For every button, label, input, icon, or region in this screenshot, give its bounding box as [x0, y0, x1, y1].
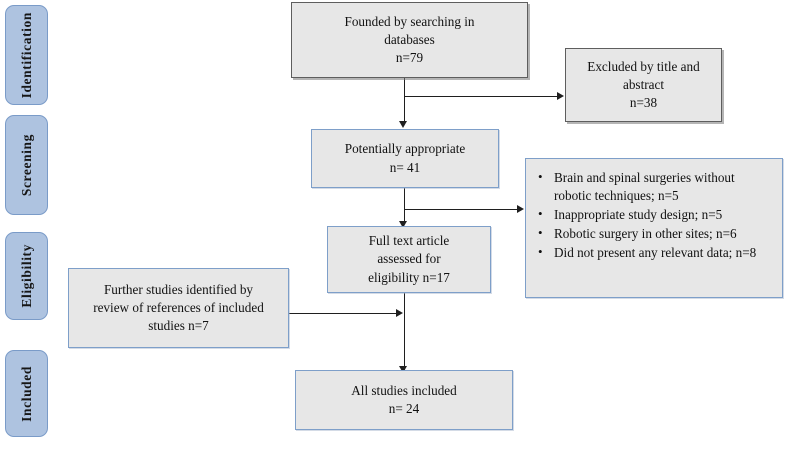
connector-screening-to-eligibility: [403, 188, 405, 224]
arrowhead-into-excluded-reasons: [517, 204, 524, 213]
stage-label-screening: Screening: [18, 133, 34, 197]
node-records-identified: Founded by searching in databases n=79: [291, 2, 528, 78]
stage-label-identification: Identification: [18, 11, 34, 99]
node-records-identified-text: Founded by searching in databases n=79: [344, 13, 475, 66]
connector-to-excluded-title-abstract: [404, 96, 559, 98]
stage-box-included: Included: [5, 350, 48, 437]
list-item: Inappropriate study design; n=5: [538, 205, 774, 224]
node-excluded-title-abstract-text: Excluded by title and abstract n=38: [587, 58, 700, 111]
arrowhead-into-excluded-title-abstract: [557, 91, 564, 100]
connector-eligibility-to-included: [403, 293, 405, 372]
reason-text: Inappropriate study design;: [554, 206, 699, 222]
stage-box-eligibility: Eligibility: [5, 232, 48, 320]
reason-count: n=8: [735, 244, 757, 260]
list-item: Brain and spinal surgeries without robot…: [538, 168, 774, 205]
node-full-text-assessed-text: Full text article assessed for eligibili…: [368, 233, 450, 285]
node-full-text-assessed: Full text article assessed for eligibili…: [327, 226, 491, 293]
reason-text: Brain and spinal surgeries without robot…: [554, 170, 735, 203]
reason-text: Robotic surgery in other sites;: [554, 225, 713, 241]
stage-box-identification: Identification: [5, 5, 48, 105]
connector-to-excluded-reasons: [404, 209, 519, 211]
reason-text: Did not present any relevant data;: [554, 244, 733, 260]
excluded-reasons-list: Brain and spinal surgeries without robot…: [526, 159, 782, 269]
reason-count: n=6: [716, 225, 737, 241]
reason-count: n=5: [701, 206, 723, 222]
node-all-studies-included-text: All studies included n= 24: [351, 382, 457, 416]
arrowhead-into-all-studies-included: [399, 366, 407, 373]
arrowhead-into-potentially-appropriate: [399, 121, 407, 128]
node-further-studies: Further studies identified by review of …: [68, 268, 289, 348]
arrowhead-further-studies-join: [396, 308, 403, 317]
node-potentially-appropriate: Potentially appropriate n= 41: [311, 129, 499, 188]
stage-label-included: Included: [18, 365, 34, 422]
node-all-studies-included: All studies included n= 24: [295, 370, 513, 430]
node-further-studies-text: Further studies identified by review of …: [93, 281, 264, 334]
arrowhead-into-full-text-assessed: [399, 221, 407, 228]
node-excluded-title-abstract: Excluded by title and abstract n=38: [565, 48, 722, 122]
reason-count: n=5: [658, 187, 679, 203]
list-item: Robotic surgery in other sites; n=6: [538, 224, 774, 243]
list-item: Did not present any relevant data; n=8: [538, 243, 774, 262]
node-excluded-reasons: Brain and spinal surgeries without robot…: [525, 158, 783, 298]
node-potentially-appropriate-text: Potentially appropriate n= 41: [344, 141, 466, 175]
connector-further-studies-to-trunk: [289, 313, 399, 315]
stage-label-eligibility: Eligibility: [18, 244, 34, 308]
connector-identified-to-screening: [403, 78, 405, 123]
stage-box-screening: Screening: [5, 115, 48, 215]
